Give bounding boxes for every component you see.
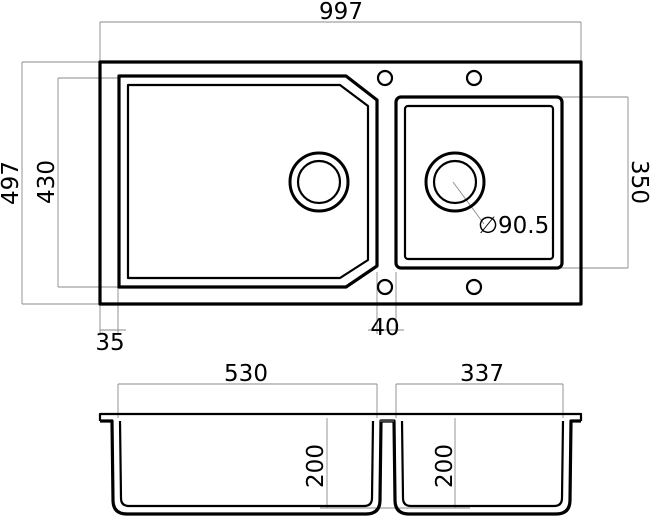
tap-hole-icon xyxy=(465,69,483,87)
tap-hole-icon xyxy=(376,69,394,87)
sink-plan-view xyxy=(98,60,583,306)
small-bowl-height-label: 200 xyxy=(432,444,458,488)
small-bowl-inner-outline xyxy=(403,104,555,261)
main-bowl-height-label: 200 xyxy=(303,444,329,488)
main-bowl-outline xyxy=(117,74,379,289)
small-bowl-drain-icon xyxy=(424,151,486,213)
tap-hole-icon xyxy=(465,278,483,296)
sink-outer-outline xyxy=(98,60,583,306)
small-bowl-width-label: 337 xyxy=(460,361,504,387)
small-bowl-drain-inner-icon xyxy=(432,159,478,205)
small-bowl-depth-label: 350 xyxy=(626,160,651,204)
overall-width-label: 997 xyxy=(319,0,363,25)
dimension-lines xyxy=(21,21,629,509)
drain-diameter-label: ∅90.5 xyxy=(478,213,549,239)
main-bowl-drain-inner-icon xyxy=(296,159,342,205)
divider-width-label: 40 xyxy=(370,315,399,341)
section-outer-profile xyxy=(100,419,581,516)
tap-hole-icon xyxy=(376,278,394,296)
section-rim xyxy=(98,412,583,421)
main-bowl-inner-outline xyxy=(126,83,370,280)
main-bowl-drain-icon xyxy=(288,151,350,213)
sink-section-view xyxy=(98,412,583,516)
main-bowl-depth-label: 430 xyxy=(34,160,60,204)
rim-offset-label: 35 xyxy=(95,330,124,356)
main-bowl-width-label: 530 xyxy=(224,361,268,387)
overall-depth-label: 497 xyxy=(0,161,24,205)
section-inner-profile xyxy=(118,420,565,508)
small-bowl-outline xyxy=(394,95,564,270)
dimension-labels: 997 497 430 350 ∅90.5 35 40 530 337 200 … xyxy=(0,0,651,488)
